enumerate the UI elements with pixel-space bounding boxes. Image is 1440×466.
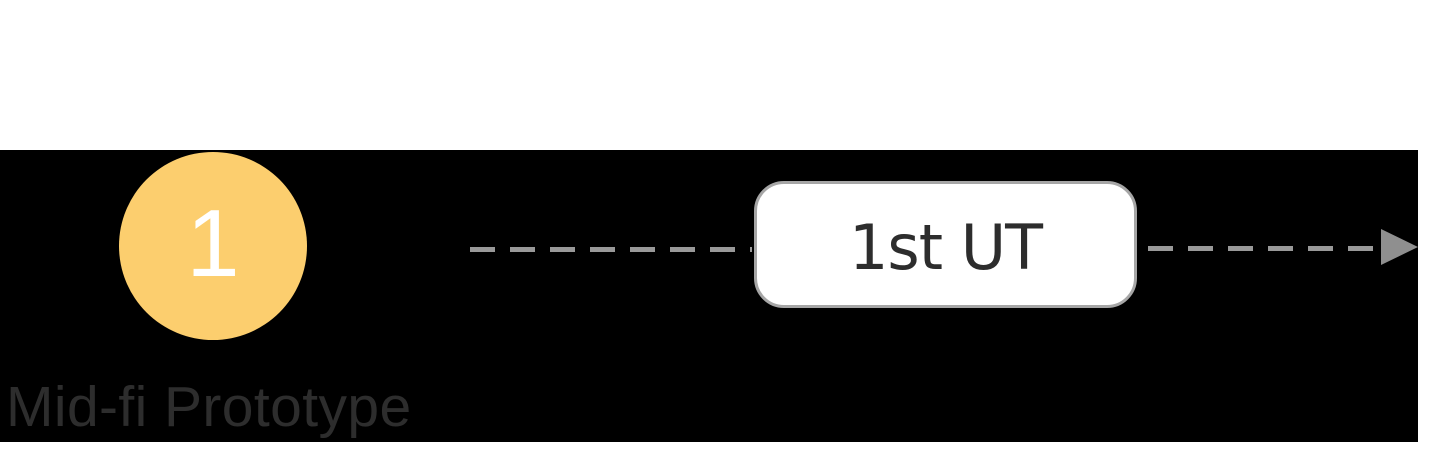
milestone-node: 1st UT: [754, 181, 1137, 308]
milestone-label: 1st UT: [848, 211, 1043, 284]
dashed-connector-left: [470, 247, 752, 252]
step-label: Mid-fi Prototype: [6, 375, 412, 439]
step-circle: 1: [119, 152, 307, 340]
step-number: 1: [186, 190, 240, 297]
dashed-connector-right: [1148, 246, 1378, 251]
arrow-right-icon: [1381, 229, 1418, 265]
